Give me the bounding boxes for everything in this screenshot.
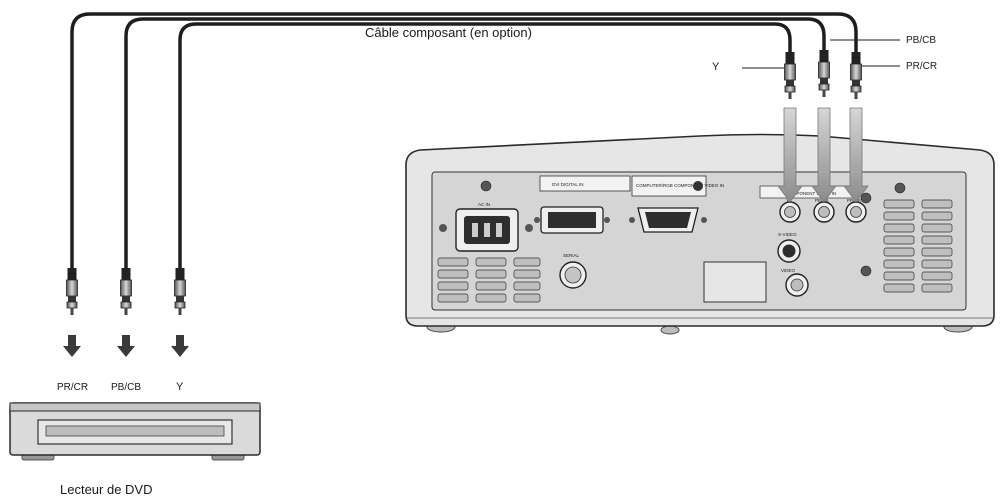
- arrow-down-icon: [171, 335, 189, 357]
- cable-wire-y: [178, 22, 792, 270]
- arrow-down-icon: [117, 335, 135, 357]
- port-y-label: Y: [786, 198, 789, 203]
- label-pr-bottom: PR/CR: [57, 382, 88, 393]
- rca-plug-pr-top: [850, 52, 862, 99]
- arrow-down-icon: [63, 335, 81, 357]
- component-jack-pb: [813, 201, 835, 223]
- label-pb-bottom: PB/CB: [111, 382, 141, 393]
- connector-leaders: [742, 39, 900, 69]
- arrow-down-icon: [811, 107, 837, 203]
- label-pb-top: PB/CB: [906, 35, 936, 46]
- video-label: VIDEO: [781, 268, 796, 273]
- projector-foot-center: [660, 325, 680, 335]
- cable-wire-pb-cb: [124, 17, 826, 270]
- rca-plug-y-top: [784, 52, 796, 99]
- component-header-label: COMPONENT VIDEO IN: [786, 191, 836, 196]
- port-pb-label: PB/CB: [815, 198, 829, 203]
- vent-grille-right: [883, 199, 953, 293]
- arrow-down-icon: [777, 107, 803, 203]
- dvi-label: DVI DIGITAL IN: [552, 182, 584, 187]
- dvi-label-box: [539, 175, 631, 192]
- ac-in-label: AC IN: [478, 202, 490, 207]
- arrow-down-icon: [843, 107, 869, 203]
- rca-plug-y-bottom: [174, 268, 186, 315]
- insertion-arrows-projector: [777, 107, 869, 203]
- projector-rear: AC IN DVI DIGITAL IN: [405, 133, 995, 335]
- computer-label-box: [631, 175, 707, 197]
- cable-label: Câble composant (en option): [365, 25, 532, 40]
- dvd-player-label: Lecteur de DVD: [60, 482, 153, 497]
- component-cable: [70, 12, 858, 270]
- label-y-top: Y: [712, 61, 720, 73]
- dvd-player: [9, 402, 261, 461]
- insertion-arrows-dvd: [63, 335, 189, 357]
- component-jack-y: [779, 201, 801, 223]
- component-jack-pr: [845, 201, 867, 223]
- label-y-bottom: Y: [176, 381, 184, 393]
- screw-icon: [480, 180, 906, 300]
- label-pr-top: PR/CR: [906, 61, 937, 72]
- rca-plug-pb-top: [818, 50, 830, 97]
- rca-plug-pb-bottom: [120, 268, 132, 315]
- s-video-label: S-VIDEO: [778, 232, 797, 237]
- vent-grille-left: [437, 257, 541, 303]
- serial-label: SERIAL: [563, 253, 580, 258]
- cover-plate: [703, 261, 767, 303]
- rca-plug-pr-bottom: [66, 268, 78, 315]
- cable-wire-pr-cr: [70, 12, 858, 270]
- computer-label: COMPUTER/RGB COMPONENT VIDEO IN: [636, 183, 724, 188]
